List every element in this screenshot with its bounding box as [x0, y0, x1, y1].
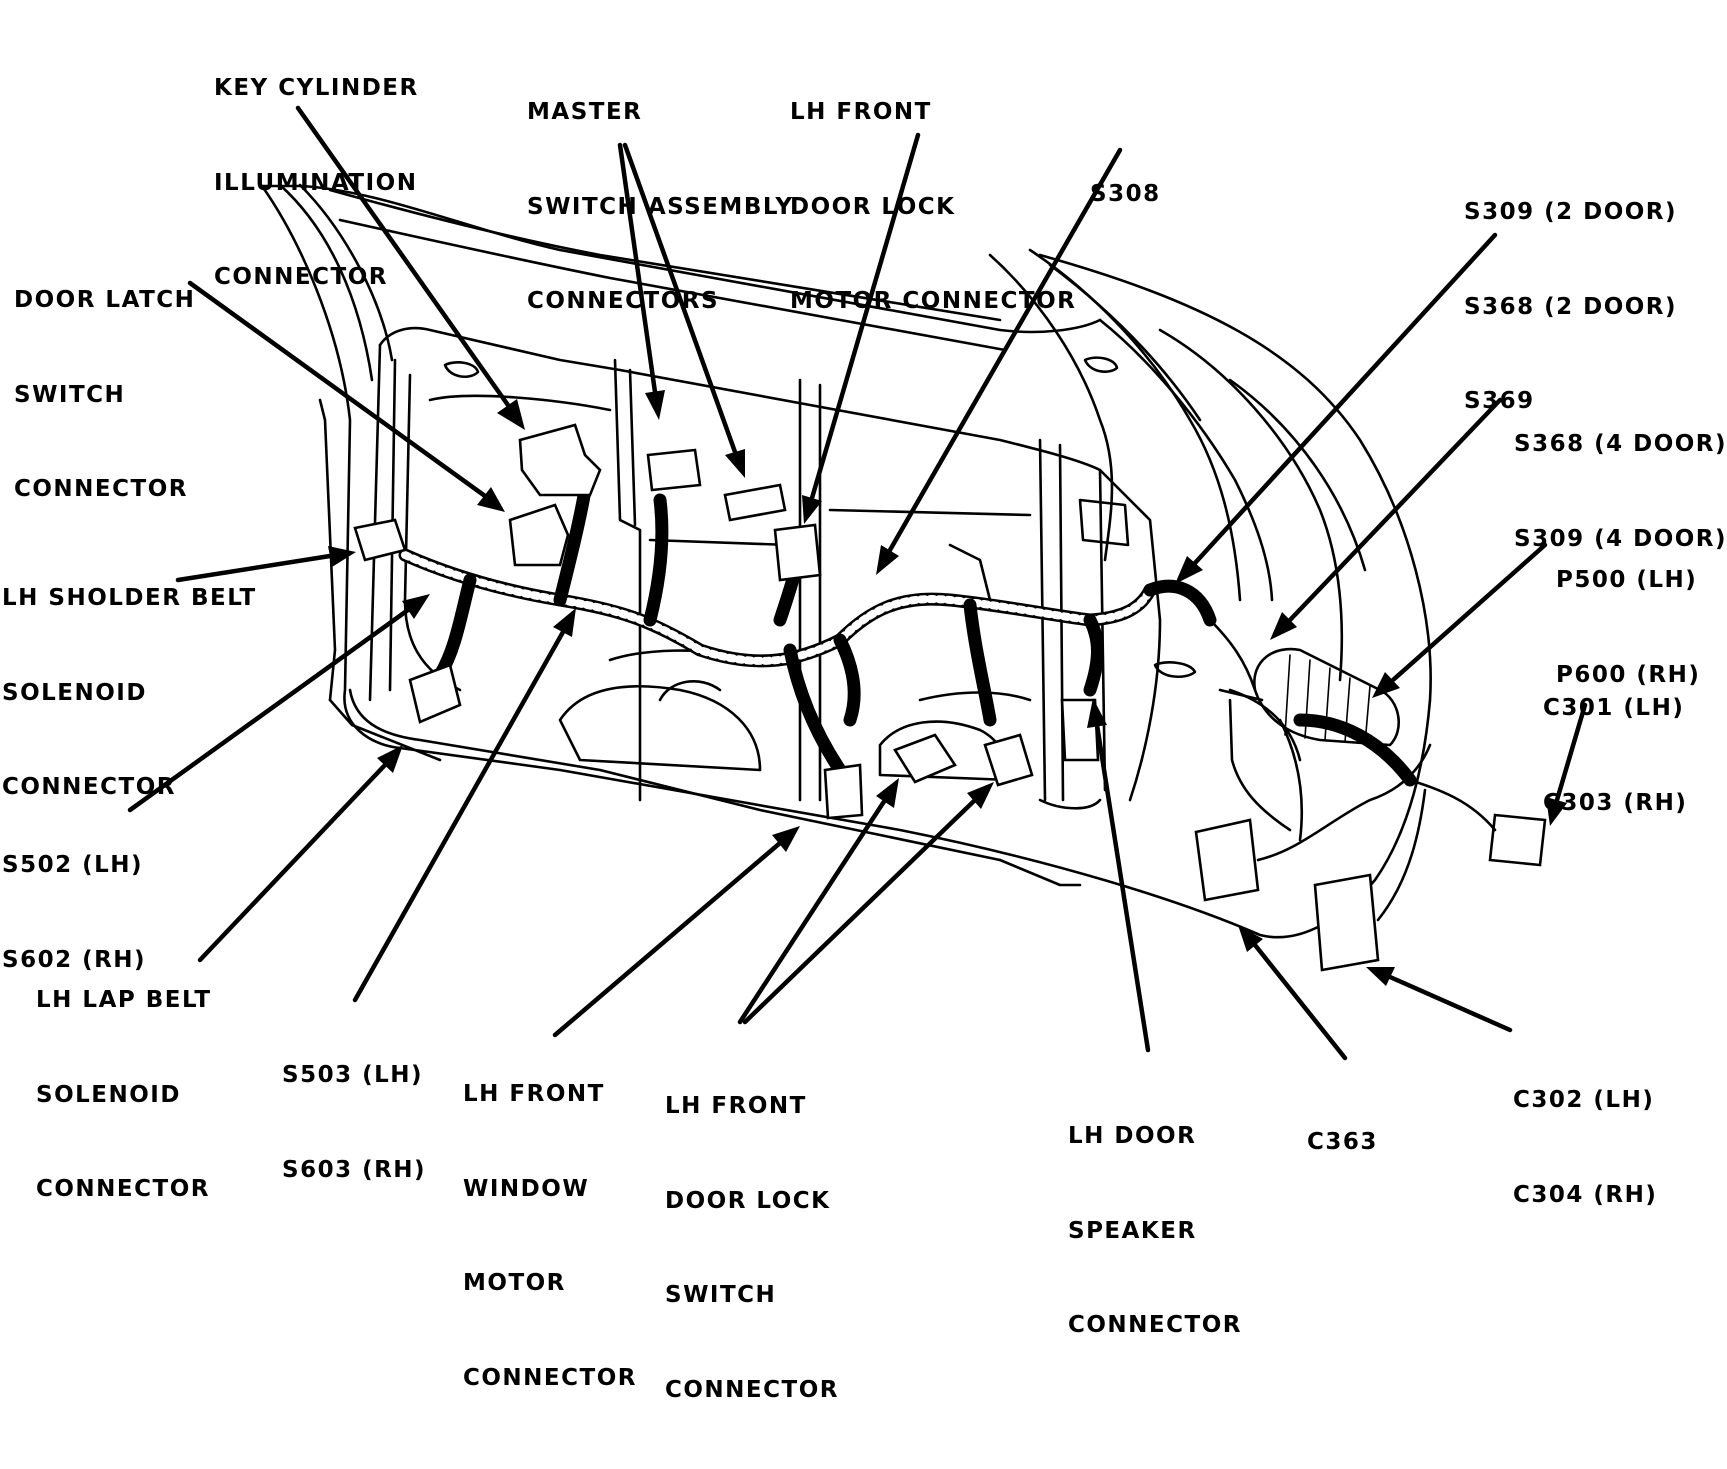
label-line: S308: [1090, 181, 1161, 207]
label-line: KEY CYLINDER: [214, 75, 419, 101]
label-line: DOOR LOCK: [665, 1187, 831, 1214]
label-line: C301 (LH): [1543, 695, 1685, 721]
label-line: CONNECTOR: [2, 774, 176, 800]
label-line: S503 (LH): [282, 1062, 424, 1088]
label-line: C304 (RH): [1513, 1181, 1658, 1208]
label-s503-s603: S503 (LH) S603 (RH): [282, 997, 426, 1249]
label-s502-s602: S502 (LH) S602 (RH): [2, 787, 146, 1039]
label-line: CONNECTOR: [665, 1376, 839, 1403]
label-line: SPEAKER: [1068, 1217, 1197, 1244]
label-line: LH DOOR: [1068, 1123, 1197, 1149]
connectors: [353, 423, 1547, 972]
label-line: LH FRONT: [463, 1081, 605, 1107]
label-line: S368 (4 DOOR): [1514, 431, 1727, 457]
label-line: C303 (RH): [1543, 789, 1688, 816]
label-line: CONNECTOR: [1068, 1312, 1242, 1338]
label-line: ILLUMINATION: [214, 169, 418, 196]
label-line: LH SHOLDER BELT: [2, 585, 257, 611]
label-s368-s309-4-door: S368 (4 DOOR) S309 (4 DOOR): [1514, 366, 1727, 618]
label-line: S309 (2 DOOR): [1464, 199, 1678, 225]
label-line: LH LAP BELT: [36, 987, 212, 1013]
label-c301-c303: C301 (LH) C303 (RH): [1543, 630, 1687, 882]
label-master-switch-assembly-connectors: MASTER SWITCH ASSEMBLY CONNECTORS: [527, 34, 794, 381]
label-line: DOOR LATCH: [14, 287, 196, 313]
label-line: CONNECTOR: [214, 264, 388, 290]
label-line: MOTOR CONNECTOR: [790, 288, 1077, 314]
label-line: S368 (2 DOOR): [1464, 293, 1678, 320]
label-line: S602 (RH): [2, 946, 147, 973]
label-line: P500 (LH): [1556, 567, 1698, 593]
label-line: SWITCH: [665, 1282, 777, 1308]
label-lh-front-window-motor-connector: LH FRONT WINDOW MOTOR CONNECTOR: [463, 1016, 637, 1457]
label-line: CONNECTOR: [36, 1176, 210, 1202]
label-lh-front-door-lock-switch-connector: LH FRONT DOOR LOCK SWITCH CONNECTOR: [665, 1028, 839, 1469]
label-line: S502 (LH): [2, 852, 144, 878]
label-s308: S308: [1090, 116, 1161, 274]
leader-arrows: [127, 105, 1588, 1061]
label-line: CONNECTOR: [463, 1364, 637, 1391]
label-line: LH FRONT: [790, 99, 932, 125]
wiring-harness: [398, 483, 1417, 787]
label-line: C363: [1307, 1129, 1378, 1155]
label-line: MASTER: [527, 99, 643, 125]
label-line: WINDOW: [463, 1175, 590, 1202]
label-line: S603 (RH): [282, 1156, 427, 1183]
label-line: SOLENOID: [36, 1081, 181, 1108]
label-line: CONNECTORS: [527, 288, 720, 314]
label-c302-c304: C302 (LH) C304 (RH): [1513, 1022, 1657, 1274]
label-line: S369: [1464, 388, 1535, 414]
label-c363: C363: [1307, 1064, 1378, 1222]
door-illustration: [127, 105, 1588, 1061]
label-s309-s368-s369: S309 (2 DOOR) S368 (2 DOOR) S369: [1464, 134, 1677, 481]
label-lh-lap-belt-solenoid-connector: LH LAP BELT SOLENOID CONNECTOR: [36, 922, 212, 1269]
label-key-cylinder-illumination-connector: KEY CYLINDER ILLUMINATION CONNECTOR: [214, 10, 419, 357]
label-door-latch-switch-connector: DOOR LATCH SWITCH CONNECTOR: [14, 222, 195, 569]
label-p500-p600: P500 (LH) P600 (RH): [1556, 502, 1700, 754]
label-lh-sholder-belt-solenoid-connector: LH SHOLDER BELT SOLENOID CONNECTOR: [2, 520, 257, 867]
label-lh-door-speaker-connector: LH DOOR SPEAKER CONNECTOR: [1068, 1058, 1242, 1405]
label-line: SWITCH ASSEMBLY: [527, 193, 794, 220]
label-line: MOTOR: [463, 1270, 566, 1296]
label-line: P600 (RH): [1556, 661, 1701, 688]
label-line: SWITCH: [14, 381, 126, 408]
label-line: S309 (4 DOOR): [1514, 525, 1727, 552]
label-line: DOOR LOCK: [790, 193, 956, 220]
label-line: SOLENOID: [2, 679, 147, 706]
label-line: C302 (LH): [1513, 1087, 1655, 1113]
label-line: CONNECTOR: [14, 476, 188, 502]
door-harness-diagram: KEY CYLINDER ILLUMINATION CONNECTOR MAST…: [2, 10, 1726, 1403]
label-lh-front-door-lock-motor-connector: LH FRONT DOOR LOCK MOTOR CONNECTOR: [790, 34, 1076, 381]
label-line: LH FRONT: [665, 1093, 807, 1119]
